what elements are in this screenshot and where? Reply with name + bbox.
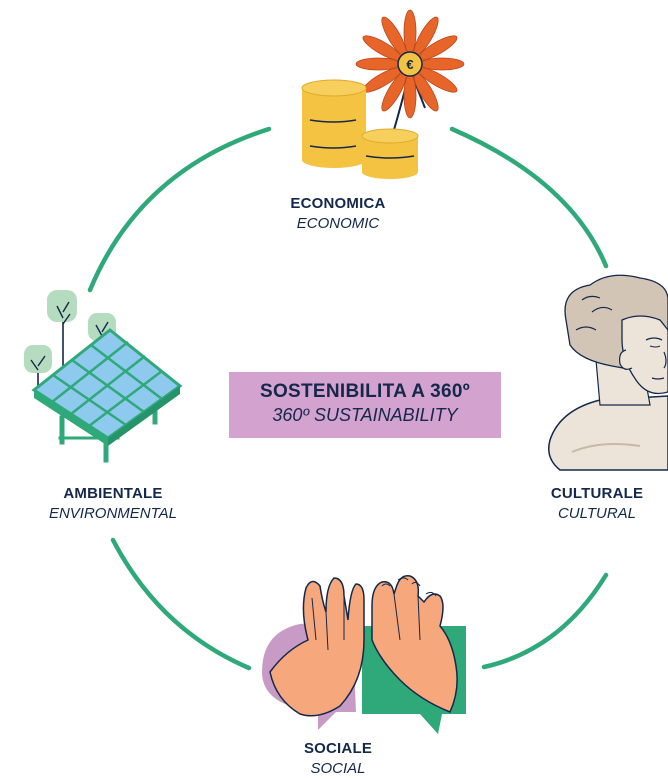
pillar-title-cultural: CULTURALE [550,485,644,502]
classical-bust-icon [548,274,668,471]
arc-cultural-to-social [481,572,609,670]
pillar-title-economic: ECONOMICA [290,195,386,212]
pillar-subtitle-economic: ECONOMIC [296,215,380,232]
pillar-subtitle-cultural: CULTURAL [557,505,637,522]
cycle-ring [87,126,609,671]
pillar-label-cultural: CULTURALE CULTURAL [526,484,668,524]
solar-panel-trees-icon [24,290,183,463]
tree-3 [24,345,52,390]
clapping-hands-speech-bubbles-icon [262,575,466,734]
center-title-box: SOSTENIBILITA A 360º 360º SUSTAINABILITY [229,372,501,438]
left-hand [269,577,365,717]
right-hand [371,575,458,713]
coin-stack-short [361,128,419,179]
pillar-label-social: SOCIALE SOCIAL [268,739,408,779]
pillar-subtitle-environmental: ENVIRONMENTAL [48,505,178,522]
center-title: SOSTENIBILITA A 360º [259,381,470,402]
pillar-label-environmental: AMBIENTALE ENVIRONMENTAL [18,484,208,524]
pillar-label-economic: ECONOMICA ECONOMIC [258,194,418,234]
pillar-title-environmental: AMBIENTALE [63,485,163,502]
arc-economic-to-cultural [449,126,609,269]
pillar-title-social: SOCIALE [303,740,373,757]
euro-symbol: € [406,57,413,72]
pillar-subtitle-social: SOCIAL [310,760,366,777]
coins-flower-euro-icon: € [301,9,465,179]
coin-stack-tall [301,79,367,168]
center-subtitle: 360º SUSTAINABILITY [272,405,458,425]
arc-social-to-environmental [110,537,252,671]
arc-environmental-to-economic [87,126,272,293]
